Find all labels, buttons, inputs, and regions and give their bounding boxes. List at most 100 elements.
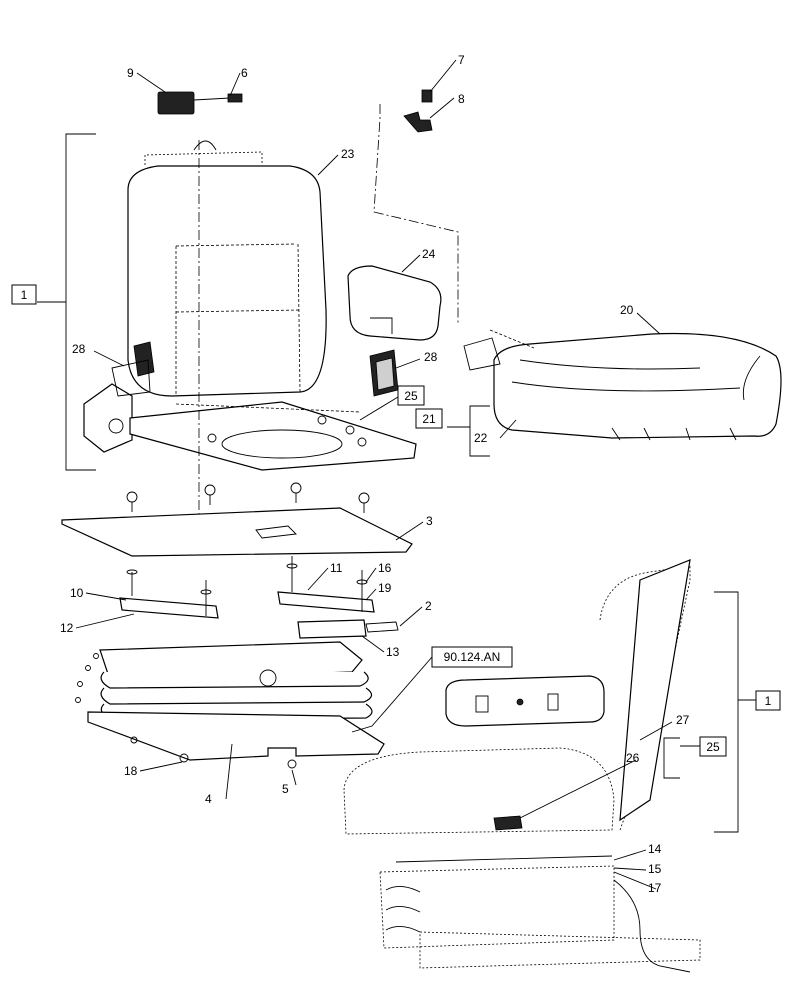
- seat-cushion-latch: [463, 337, 501, 371]
- callout-5: 5: [282, 782, 289, 796]
- group-bracket-right: [714, 591, 739, 833]
- callout-labels: 9 6 7 8 23 24 28 28 20 22 3 10 11 16 19 …: [60, 53, 690, 895]
- callout-15: 15: [648, 862, 662, 876]
- heater-connection-path: [373, 104, 459, 324]
- armrest-switch-2: [547, 693, 559, 711]
- callout-20: 20: [620, 303, 634, 317]
- callout-6: 6: [241, 66, 248, 80]
- assembled-backrest: [599, 565, 691, 831]
- reference-link-90-124-an[interactable]: 90.124.AN: [431, 646, 513, 668]
- callout-26: 26: [626, 751, 640, 765]
- svg-text:90.124.AN: 90.124.AN: [444, 650, 501, 664]
- boxed-callouts: 1 25 21 1 25 90.124.AN: [11, 284, 781, 757]
- seat-cushion: [493, 332, 782, 439]
- callout-7: 7: [458, 53, 465, 67]
- heater-control-module: [157, 91, 195, 115]
- boxed-callout-1-top: 1: [11, 284, 37, 305]
- recline-lever-left: [133, 341, 155, 377]
- upper-seat-assembly: [37, 89, 459, 520]
- base-bolt-4: [207, 433, 217, 443]
- callout-22: 22: [474, 431, 488, 445]
- callout-4: 4: [205, 792, 212, 806]
- assembled-seat-cushion: [343, 747, 615, 835]
- slide-rails: [119, 556, 399, 639]
- svg-text:21: 21: [422, 412, 436, 426]
- heater-connector: [227, 93, 243, 103]
- base-bolt-2: [345, 425, 355, 435]
- callout-12: 12: [60, 621, 74, 635]
- boxed-callout-25-bottom: 25: [699, 736, 727, 757]
- callout-28-right: 28: [424, 350, 438, 364]
- slide-rail-right: [277, 591, 375, 613]
- hinge-bracket-left: [83, 383, 133, 453]
- svg-text:25: 25: [706, 740, 720, 754]
- assembled-suspension: [379, 865, 615, 949]
- base-bolt-left: [130, 736, 138, 744]
- suspension-assembly: [75, 641, 385, 769]
- svg-text:1: 1: [765, 694, 772, 708]
- callout-16: 16: [378, 561, 392, 575]
- connector-7: [421, 89, 433, 103]
- assembled-armrest: [445, 675, 605, 727]
- armrest-button: [516, 698, 524, 706]
- seat-cushion-wire: [489, 329, 535, 349]
- base-bolt-18: [179, 753, 189, 763]
- callout-9: 9: [127, 66, 134, 80]
- armrest-switch-1: [475, 695, 489, 713]
- adjust-lever-2: [365, 621, 399, 633]
- base-bolt-5: [287, 759, 297, 769]
- slide-rail-left: [119, 597, 219, 619]
- seat-base-opening: [221, 429, 343, 459]
- rail-fasteners: [126, 556, 368, 616]
- mounting-plate-slot: [255, 525, 297, 539]
- mounting-plate: [61, 507, 413, 557]
- backrest-stitching: [175, 243, 301, 394]
- base-bolt-3: [357, 437, 367, 447]
- callout-23: 23: [341, 147, 355, 161]
- leader-lines: [75, 59, 700, 890]
- callout-13: 13: [386, 645, 400, 659]
- callout-28-left: 28: [72, 342, 86, 356]
- callout-3: 3: [426, 514, 433, 528]
- callout-18: 18: [124, 764, 138, 778]
- suspension-base-plate: [87, 711, 385, 761]
- boxed-callout-21: 21: [415, 408, 443, 429]
- backrest-cushion: [127, 165, 327, 397]
- callout-19: 19: [378, 581, 392, 595]
- svg-text:1: 1: [21, 288, 28, 302]
- callout-2: 2: [425, 599, 432, 613]
- side-screws: [75, 653, 99, 703]
- boxed-callout-25-top: 25: [397, 385, 425, 406]
- callout-14: 14: [648, 842, 662, 856]
- mounting-plate-group: [61, 482, 413, 557]
- suspension-knob: [259, 669, 277, 687]
- seat-base-frame: [129, 401, 417, 471]
- backrest-frame-phantom: [144, 151, 263, 165]
- connector-8: [403, 111, 433, 133]
- callout-11: 11: [330, 561, 343, 575]
- hinge-bolt-left: [108, 418, 124, 434]
- boxed-callout-1-bottom: 1: [755, 690, 781, 711]
- assembled-seat-view: [343, 559, 756, 973]
- heater-module-lead: [193, 97, 231, 101]
- callout-24: 24: [422, 247, 436, 261]
- recline-lever-housing: [111, 359, 151, 397]
- seat-base-phantom-edge: [175, 403, 361, 413]
- assembled-handle-26: [493, 815, 523, 831]
- seat-cushion-assembly: [463, 329, 782, 441]
- backrest-lift-ring: [193, 140, 217, 151]
- assembled-suspension-detail: [385, 855, 613, 933]
- assembled-base: [419, 931, 701, 969]
- armrest: [347, 265, 442, 341]
- callout-27: 27: [676, 713, 690, 727]
- assembled-backrest-panel: [619, 559, 691, 822]
- svg-text:25: 25: [404, 389, 418, 403]
- armrest-detail: [370, 317, 393, 334]
- callout-17: 17: [648, 881, 662, 895]
- seat-cushion-clips: [611, 427, 737, 441]
- adjust-handle-13: [297, 619, 367, 639]
- callout-8: 8: [458, 92, 465, 106]
- armrest-bracket-pad: [375, 357, 395, 391]
